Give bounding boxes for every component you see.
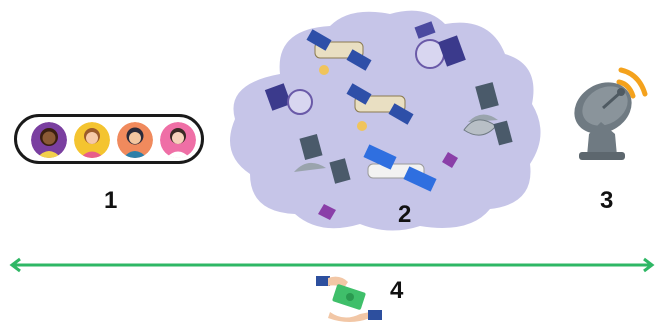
avatar-icon	[31, 122, 67, 158]
users-label: 1	[104, 187, 118, 214]
space-station-icon	[363, 144, 437, 192]
satellite-icon	[318, 152, 458, 220]
money-hand-icon	[316, 276, 382, 322]
satellites-label: 2	[398, 201, 412, 228]
avatar-icon	[160, 122, 196, 158]
satellite-icon	[264, 83, 313, 115]
avatar-icon	[117, 122, 153, 158]
satellite-dish-icon	[574, 67, 648, 160]
space-station-icon	[306, 29, 372, 75]
radar-dish-icon	[463, 119, 513, 146]
users-group	[14, 114, 204, 164]
space-station-icon	[346, 83, 414, 131]
cloud-icon	[230, 10, 541, 231]
double-arrow-icon	[9, 257, 655, 273]
solar-panel-icon	[294, 134, 351, 184]
ground-station-label: 3	[600, 187, 614, 214]
avatar-icon	[74, 122, 110, 158]
satellite-icon	[414, 21, 466, 69]
payment-label: 4	[390, 277, 404, 304]
